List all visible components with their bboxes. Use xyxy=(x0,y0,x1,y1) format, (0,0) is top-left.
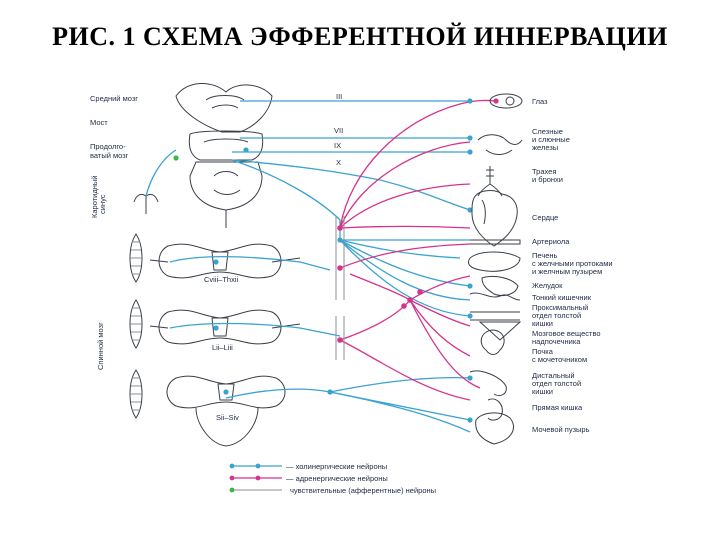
figure-title: РИС. 1 СХЕМА ЭФФЕРЕНТНОЙ ИННЕРВАЦИИ xyxy=(52,22,668,51)
organ-distal-colon: Дистальный отдел толстой кишки xyxy=(532,371,583,396)
spindle-shapes xyxy=(129,233,143,419)
organ-small-intestine: Тонкий кишечник xyxy=(532,293,592,302)
legend-cholinergic: — холинергические нейроны xyxy=(229,462,387,471)
organ-label-list: Глаз Слезные и слюнные железы Трахея и б… xyxy=(532,97,615,434)
legend: — холинергические нейроны — адренергичес… xyxy=(229,462,436,495)
legend-cholinergic-label: — холинергические нейроны xyxy=(286,462,387,471)
label-midbrain: Средний мозг xyxy=(90,94,138,103)
label-medulla-1: Продолго- xyxy=(90,142,126,151)
legend-adrenergic: — адренергические нейроны xyxy=(229,474,388,483)
organ-illustrations xyxy=(467,93,523,445)
spinal-section-thoracic xyxy=(149,243,301,279)
legend-adrenergic-label: — адренергические нейроны xyxy=(286,474,388,483)
organ-adrenal-medulla: Мозговое вещество надпочечника xyxy=(532,329,603,346)
segment-thoracic: Cviii–Thxii xyxy=(204,275,239,284)
label-carotid-1: Каротидный xyxy=(90,176,99,218)
label-spinal-cord: Спинной мозг xyxy=(96,322,105,370)
nerve-3: III xyxy=(336,92,342,101)
cholinergic-pathways xyxy=(145,100,471,433)
carotid-sinus-shape xyxy=(133,193,159,214)
organ-stomach: Желудок xyxy=(532,281,563,290)
nerve-7: VII xyxy=(334,126,343,135)
segment-lumbar: Lii–Liii xyxy=(212,343,233,352)
label-pons: Мост xyxy=(90,118,108,127)
legend-afferent-label: чувствительные (афферентные) нейроны xyxy=(290,486,436,495)
organ-heart: Сердце xyxy=(532,213,558,222)
segment-sacral: Sii–Siv xyxy=(216,413,239,422)
nerve-10: X xyxy=(336,158,341,167)
organ-bladder: Мочевой пузырь xyxy=(532,425,590,434)
organ-eye: Глаз xyxy=(532,97,548,106)
sympathetic-chain xyxy=(335,216,345,360)
label-medulla-2: ватый мозг xyxy=(90,151,129,160)
organ-arteriole: Артериола xyxy=(532,237,570,246)
organ-kidney: Почка с мочеточником xyxy=(532,347,587,364)
adrenergic-pathways xyxy=(339,99,497,401)
organ-trachea-bronchi: Трахея и бронхи xyxy=(532,167,563,184)
legend-afferent: чувствительные (афферентные) нейроны xyxy=(229,486,436,495)
nerve-9: IX xyxy=(334,141,341,150)
organ-lacrimal-salivary: Слезные и слюнные железы xyxy=(532,127,572,152)
organ-proximal-colon: Проксимальный отдел толстой кишки xyxy=(532,303,590,328)
label-carotid-2: синус xyxy=(98,194,107,214)
organ-liver: Печень с желчными протоками и желчным пу… xyxy=(532,251,615,276)
spinal-section-sacral xyxy=(166,375,286,447)
organ-rectum: Прямая кишка xyxy=(532,403,583,412)
ganglion-dots xyxy=(173,98,499,423)
brainstem-illustration xyxy=(175,83,273,228)
